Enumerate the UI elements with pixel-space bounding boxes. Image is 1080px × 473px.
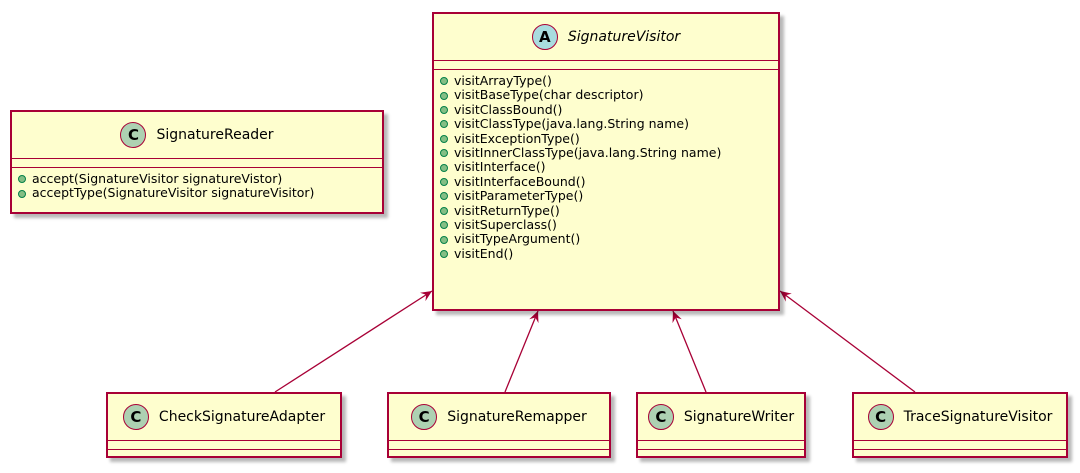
public-method-icon: [440, 149, 448, 158]
public-method-icon: [440, 178, 448, 187]
method-row: visitReturnType(): [440, 202, 772, 218]
class-check-signature-adapter[interactable]: C CheckSignatureAdapter: [106, 392, 342, 458]
methods-compartment: accept(SignatureVisitor signatureVistor)…: [12, 167, 382, 205]
method-signature: visitReturnType(): [454, 202, 560, 218]
method-signature: visitExceptionType(): [454, 130, 580, 146]
public-method-icon: [18, 175, 26, 184]
public-method-icon: [440, 221, 448, 230]
method-row: visitExceptionType(): [440, 130, 772, 146]
public-method-icon: [440, 235, 448, 244]
public-method-icon: [440, 77, 448, 86]
class-name: SignatureRemapper: [447, 409, 587, 425]
public-method-icon: [440, 192, 448, 201]
class-header: C SignatureRemapper: [389, 394, 609, 440]
methods-compartment: [108, 449, 340, 450]
class-header: C SignatureWriter: [638, 394, 804, 440]
attributes-compartment: [638, 440, 804, 449]
method-row: visitTypeArgument(): [440, 232, 772, 246]
class-trace-signature-visitor[interactable]: C TraceSignatureVisitor: [852, 392, 1068, 458]
class-icon: C: [120, 122, 147, 148]
method-row: acceptType(SignatureVisitor signatureVis…: [18, 185, 376, 201]
method-signature: visitParameterType(): [454, 188, 584, 204]
class-name: TraceSignatureVisitor: [903, 409, 1053, 425]
method-row: visitInterface(): [440, 160, 772, 174]
method-signature: visitInnerClassType(java.lang.String nam…: [454, 145, 722, 161]
class-header: C CheckSignatureAdapter: [108, 394, 340, 440]
method-signature: visitClassBound(): [454, 101, 563, 117]
method-row: visitEnd(): [440, 245, 772, 261]
attributes-compartment: [854, 440, 1066, 449]
methods-compartment: visitArrayType() visitBaseType(char desc…: [434, 69, 778, 265]
method-row: visitBaseType(char descriptor): [440, 87, 772, 103]
method-row: visitInnerClassType(java.lang.String nam…: [440, 145, 772, 161]
edge-checksignatureadapter-to-signaturevisitor: [274, 290, 433, 393]
method-signature: visitInterfaceBound(): [454, 173, 586, 189]
method-row: visitArrayType(): [440, 73, 772, 88]
method-signature: visitInterface(): [454, 159, 546, 175]
method-signature: visitBaseType(char descriptor): [454, 87, 644, 103]
public-method-icon: [440, 250, 448, 259]
method-signature: visitSuperclass(): [454, 217, 557, 233]
method-signature: visitTypeArgument(): [454, 231, 581, 247]
class-name: SignatureReader: [156, 127, 274, 143]
edge-signatureremapper-to-signaturevisitor: [504, 310, 539, 393]
abstract-class-icon: A: [531, 24, 558, 50]
edge-signaturewriter-to-signaturevisitor: [672, 310, 707, 393]
public-method-icon: [440, 120, 448, 129]
public-method-icon: [18, 189, 26, 198]
public-method-icon: [440, 91, 448, 100]
method-signature: accept(SignatureVisitor signatureVistor): [32, 171, 283, 186]
attributes-compartment: [434, 60, 778, 69]
public-method-icon: [440, 134, 448, 143]
attributes-compartment: [108, 440, 340, 449]
method-row: visitClassType(java.lang.String name): [440, 116, 772, 132]
class-name: SignatureWriter: [683, 409, 795, 425]
class-icon: C: [867, 404, 894, 430]
class-name: SignatureVisitor: [567, 29, 681, 45]
edge-tracesignaturevisitor-to-signaturevisitor: [779, 290, 916, 393]
attributes-compartment: [12, 158, 382, 167]
class-signature-reader[interactable]: C SignatureReader accept(SignatureVisito…: [10, 110, 384, 214]
method-row: visitSuperclass(): [440, 217, 772, 233]
method-row: visitParameterType(): [440, 188, 772, 204]
methods-compartment: [638, 449, 804, 450]
methods-compartment: [854, 449, 1066, 450]
class-header: A SignatureVisitor: [434, 14, 778, 60]
public-method-icon: [440, 163, 448, 172]
class-signature-visitor[interactable]: A SignatureVisitor visitArrayType() visi…: [432, 12, 780, 311]
method-signature: visitArrayType(): [454, 73, 552, 88]
method-signature: visitClassType(java.lang.String name): [454, 116, 689, 132]
methods-compartment: [389, 449, 609, 450]
class-signature-writer[interactable]: C SignatureWriter: [636, 392, 806, 458]
class-icon: C: [411, 404, 438, 430]
class-name: CheckSignatureAdapter: [158, 409, 326, 425]
class-signature-remapper[interactable]: C SignatureRemapper: [387, 392, 611, 458]
method-signature: acceptType(SignatureVisitor signatureVis…: [32, 185, 315, 201]
class-header: C TraceSignatureVisitor: [854, 394, 1066, 440]
method-row: accept(SignatureVisitor signatureVistor): [18, 171, 376, 186]
method-signature: visitEnd(): [454, 245, 514, 261]
class-header: C SignatureReader: [12, 112, 382, 158]
public-method-icon: [440, 106, 448, 115]
public-method-icon: [440, 206, 448, 215]
class-icon: C: [647, 404, 674, 430]
method-row: visitClassBound(): [440, 101, 772, 117]
attributes-compartment: [389, 440, 609, 449]
method-row: visitInterfaceBound(): [440, 173, 772, 189]
class-icon: C: [122, 404, 149, 430]
